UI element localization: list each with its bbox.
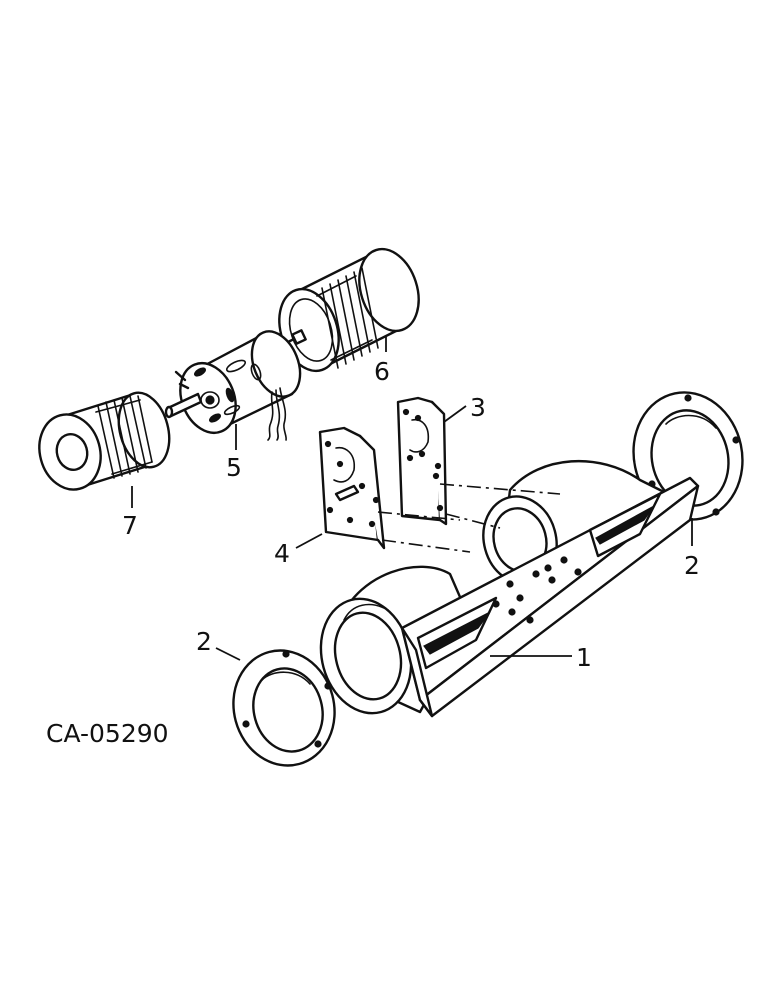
motor-bracket-front[interactable] — [318, 426, 386, 550]
callout-part-2-left: 2 — [196, 627, 212, 656]
callout-labels: 6 5 7 3 4 1 2 2 — [122, 357, 700, 672]
callout-part-1: 1 — [576, 643, 592, 672]
leader-lines — [131, 336, 693, 661]
assembly-centerlines — [377, 483, 561, 553]
blower-motor[interactable] — [164, 324, 309, 441]
mounting-ring-left[interactable] — [221, 639, 348, 777]
blower-wheel-right[interactable] — [269, 241, 428, 378]
blower-wheel-left[interactable] — [31, 387, 177, 496]
figure-code: CA-05290 — [46, 719, 169, 748]
callout-part-6: 6 — [374, 357, 390, 386]
callout-part-4: 4 — [274, 539, 290, 568]
motor-bracket-rear[interactable] — [396, 396, 448, 526]
callout-part-3: 3 — [470, 393, 486, 422]
callout-part-7: 7 — [122, 511, 138, 540]
callout-part-5: 5 — [226, 453, 242, 482]
blower-housing[interactable] — [308, 459, 700, 723]
callout-part-2-right: 2 — [684, 551, 700, 580]
mounting-ring-right[interactable] — [622, 382, 754, 530]
